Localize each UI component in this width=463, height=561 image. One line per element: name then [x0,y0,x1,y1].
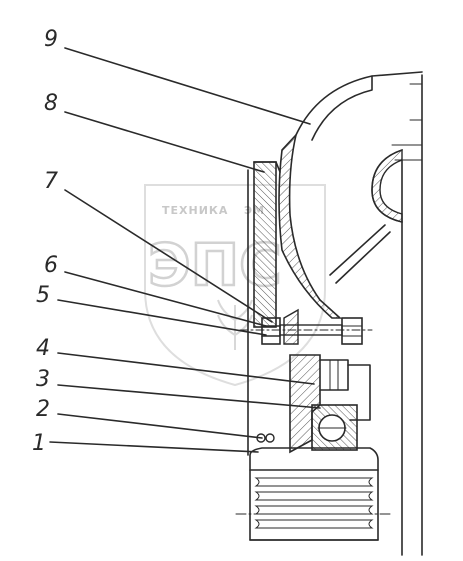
callout-labels: 9 8 7 6 5 4 3 2 1 [32,27,58,456]
callout-7: 7 [44,169,58,194]
watermark-top-text: ТЕХНИКА [162,204,228,217]
leader-lines [49,47,321,453]
callout-5: 5 [36,283,50,308]
callout-4: 4 [36,336,50,361]
callout-8: 8 [44,91,58,116]
callout-9: 9 [44,27,58,52]
callout-1: 1 [32,431,46,456]
callout-6: 6 [44,253,58,278]
mechanism [235,71,423,556]
callout-3: 3 [36,367,50,392]
callout-2: 2 [36,397,50,422]
wheat-icon [217,299,253,350]
